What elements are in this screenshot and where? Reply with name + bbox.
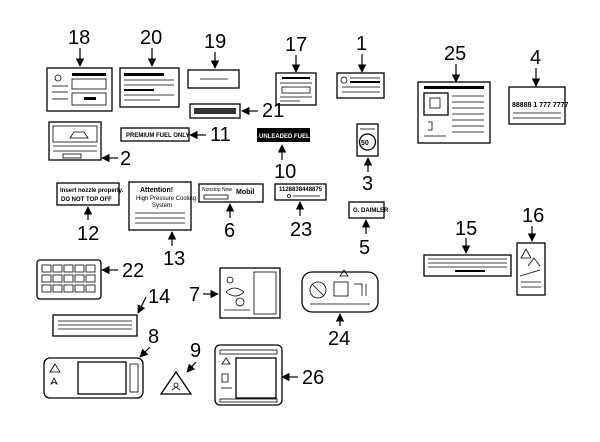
callout-22: 22: [122, 260, 144, 282]
callout-26: 26: [302, 367, 324, 389]
premium-fuel-text: PREMIUM FUEL ONLY: [126, 133, 189, 139]
label-24: [301, 269, 379, 313]
label-19: [187, 69, 240, 89]
callout-15: 15: [455, 218, 477, 240]
label-15: [423, 254, 512, 277]
label-6: Nonstop Now Mobil: [198, 183, 264, 203]
callout-14: 14: [148, 286, 170, 308]
label-25: [417, 81, 491, 144]
label-9: [159, 370, 193, 395]
label-3: 50: [356, 123, 379, 157]
mobil-right-text: Mobil: [236, 189, 254, 196]
label-21: [189, 103, 241, 119]
label-26: [214, 344, 283, 406]
label-23: 1128838448875: [274, 183, 327, 201]
label-22: [36, 259, 102, 300]
label-11: PREMIUM FUEL ONLY: [120, 127, 190, 142]
label-2: [48, 121, 102, 161]
attention-line2-text: System: [152, 203, 172, 209]
daimler-text: G. DAIMLER: [353, 208, 389, 214]
label-17: [275, 72, 317, 106]
callout-7: 7: [189, 284, 200, 306]
label-4: 88888 1 777 7777: [508, 86, 569, 125]
leader-arrows: [75, 48, 541, 382]
callout-21: 21: [262, 100, 284, 122]
callout-17: 17: [285, 34, 307, 56]
callout-18: 18: [68, 27, 90, 49]
attention-line1-text: High Pressure Cooling: [136, 196, 196, 202]
callout-10: 10: [274, 161, 296, 183]
insert-nozzle-text: Insert nozzle properly.: [60, 188, 124, 194]
callout-2: 2: [120, 148, 131, 170]
callout-8: 8: [148, 326, 159, 348]
callout-16: 16: [522, 205, 544, 227]
part-number-text: 1128838448875: [279, 187, 323, 193]
callout-25: 25: [444, 43, 466, 65]
callout-3: 3: [362, 173, 373, 195]
label-20: [119, 67, 180, 108]
callout-12: 12: [77, 223, 99, 245]
callout-20: 20: [140, 27, 162, 49]
unleaded-fuel-text: UNLEADED FUEL ONLY: [259, 134, 327, 140]
label-5: G. DAIMLER: [348, 201, 389, 219]
label-18: [46, 67, 113, 112]
callout-11: 11: [210, 124, 231, 146]
callout-23: 23: [290, 219, 312, 241]
label-1: [336, 72, 385, 99]
barcode-text: 88888 1 777 7777: [512, 102, 569, 109]
callout-13: 13: [163, 248, 185, 270]
speed-text: 50: [361, 140, 369, 147]
callout-6: 6: [224, 220, 235, 242]
label-16: [516, 242, 546, 296]
label-10: UNLEADED FUEL ONLY: [257, 128, 327, 142]
label-8: [43, 357, 144, 399]
label-12: Insert nozzle properly. DO NOT TOP OFF: [56, 182, 124, 206]
attention-title-text: Attention!: [140, 187, 173, 194]
mobil-left-text: Nonstop Now: [202, 187, 232, 193]
callout-1: 1: [356, 33, 367, 55]
callout-5: 5: [359, 237, 370, 259]
callout-9: 9: [190, 340, 201, 362]
label-13: Attention! High Pressure Cooling System: [128, 181, 196, 231]
callout-4: 4: [530, 47, 541, 69]
do-not-top-off-text: DO NOT TOP OFF: [61, 197, 112, 203]
callout-24: 24: [328, 328, 350, 350]
label-7: [219, 267, 281, 319]
label-14: [52, 314, 138, 337]
callout-19: 19: [204, 31, 226, 53]
